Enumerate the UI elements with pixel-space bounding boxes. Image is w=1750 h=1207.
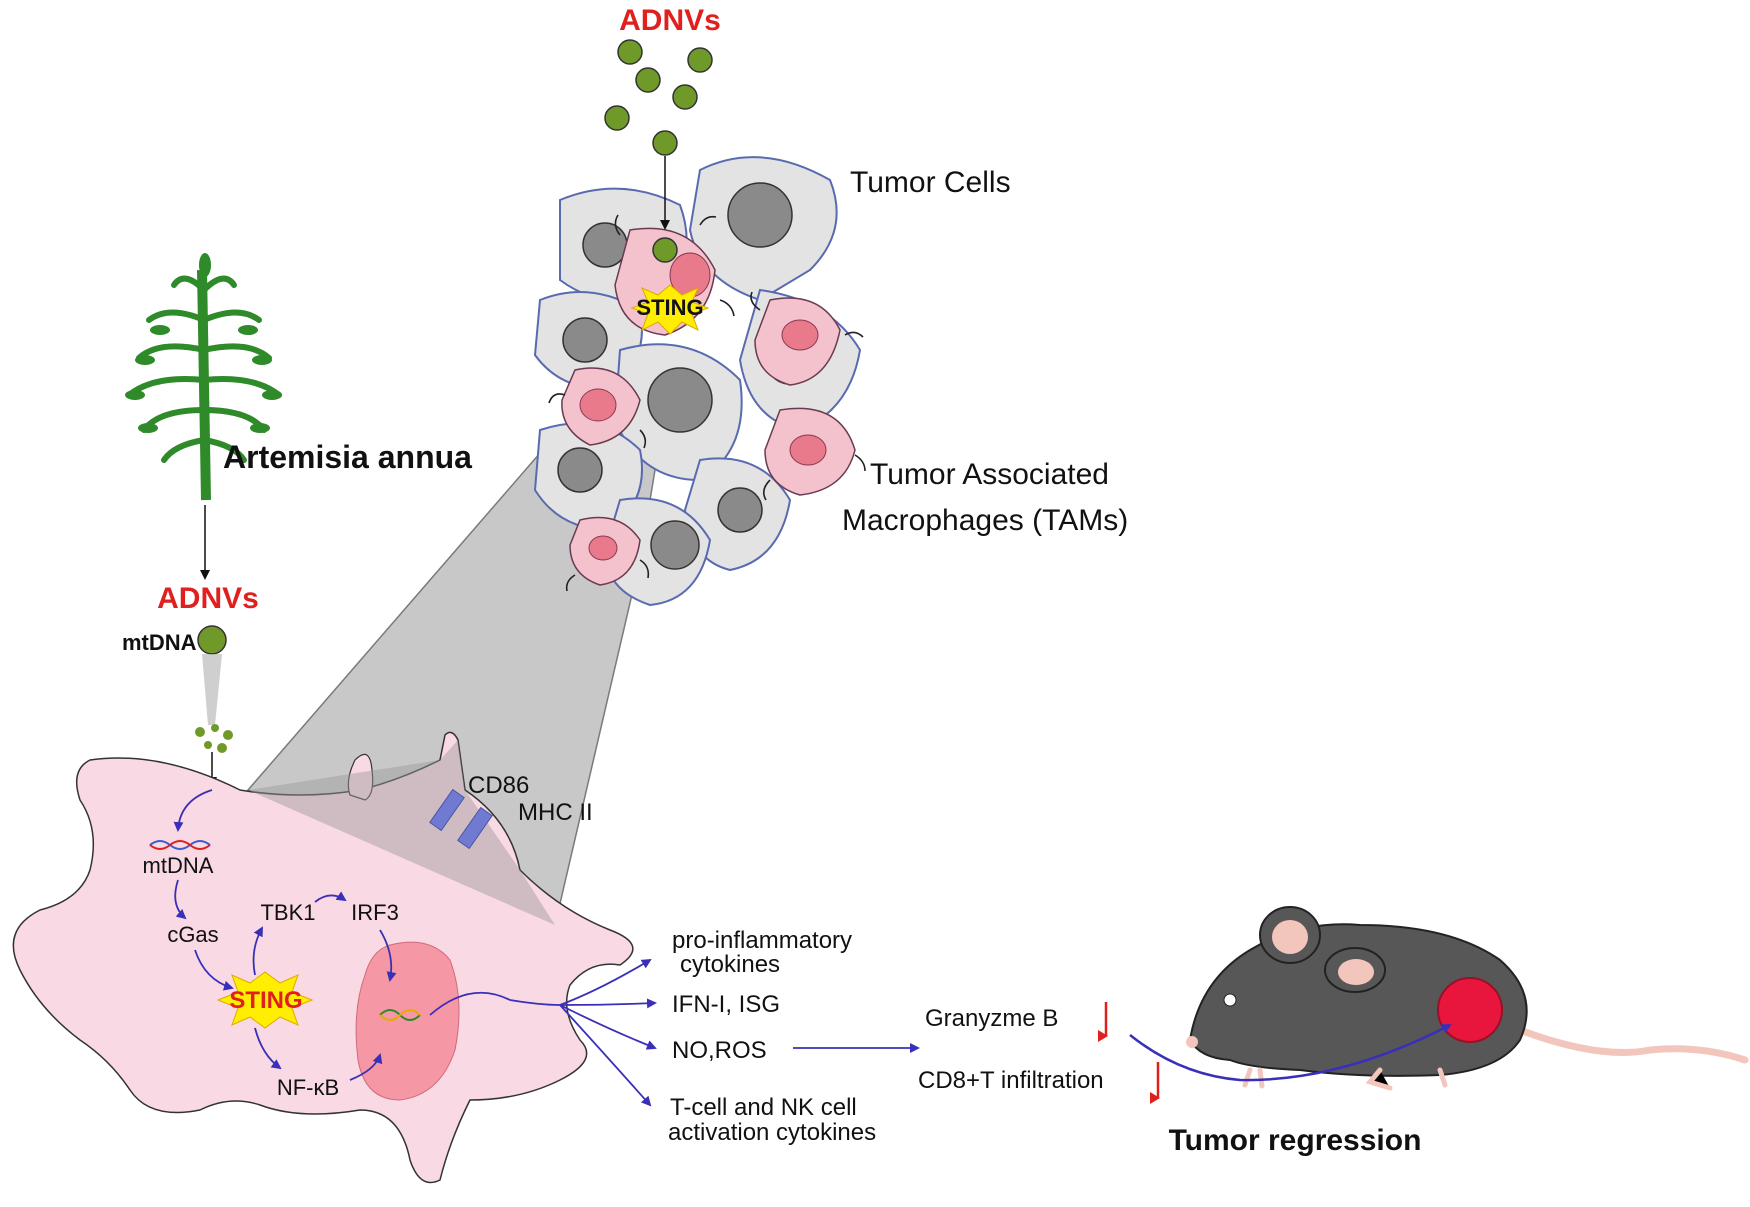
output-tcell-line1: T-cell and NK cell: [670, 1094, 857, 1121]
output-pro-line1: pro-inflammatory: [672, 927, 852, 954]
mtdna-helix-icon: [149, 840, 211, 850]
arrow-to-mouse: [1129, 1023, 1452, 1082]
sting-star-top: [630, 284, 710, 335]
macrophage-cell: [12, 731, 634, 1184]
mouse-icon: [1186, 906, 1749, 1091]
adnvs-mid-label: ADNVs: [157, 582, 259, 615]
vesicle: [687, 47, 713, 73]
tam-label-line1: Tumor Associated: [870, 458, 1109, 491]
output-no-ros: NO,ROS: [672, 1037, 767, 1064]
pathway-arrows: [173, 789, 561, 1081]
plant-label: Artemisia annua: [223, 439, 472, 475]
cd8-label: CD8+T infiltration: [918, 1067, 1104, 1094]
tbk1-label: TBK1: [260, 900, 315, 925]
tam-nucleus: [579, 252, 827, 561]
vesicle: [617, 39, 643, 65]
tam-processes: [548, 214, 866, 592]
mhc2-label: MHC II: [518, 799, 593, 826]
vesicle-entering: [652, 237, 678, 263]
tumor-cells-label: Tumor Cells: [850, 166, 1011, 199]
tam-label-line2: Macrophages (TAMs): [842, 504, 1128, 537]
tumor-regression-label: Tumor regression: [1169, 1124, 1422, 1157]
adnvs-top-label: ADNVs: [619, 4, 721, 37]
artemisia-plant-icon: [125, 253, 282, 501]
cgas-label: cGas: [167, 922, 218, 947]
vesicle: [672, 84, 698, 110]
nfkb-label: NF-κB: [277, 1075, 339, 1100]
small-zoom-cone: [202, 654, 222, 725]
sting-star-cell: [216, 971, 314, 1029]
mtdna-cell-label: mtDNA: [143, 853, 214, 878]
macrophage-pseudopod: [347, 753, 374, 801]
mtdna-top-label: mtDNA: [122, 630, 197, 655]
vesicle-mtdna-icon: [197, 625, 227, 655]
receptor-icon: [429, 788, 493, 850]
zoom-cone-cell: [248, 740, 555, 925]
vesicle: [604, 105, 630, 131]
irf3-label: IRF3: [351, 900, 399, 925]
mouse-tumor: [1437, 977, 1503, 1043]
tumor-mass: STING: [533, 156, 866, 607]
vesicle-dots: [195, 724, 233, 753]
output-tcell-line2: activation cytokines: [668, 1119, 876, 1146]
sting-cell-label: STING: [229, 987, 302, 1014]
output-arrows: [559, 958, 920, 1107]
cd86-label: CD86: [468, 772, 529, 799]
output-ifn: IFN-I, ISG: [672, 991, 780, 1018]
vesicle-cluster-top: [604, 39, 713, 156]
vesicle: [635, 67, 661, 93]
vesicle: [652, 130, 678, 156]
dna-in-nucleus-icon: [379, 1009, 421, 1021]
output-pro-line2: cytokines: [680, 951, 780, 978]
granzyme-label: Granyzme B: [925, 1005, 1058, 1032]
sting-label-top: STING: [636, 295, 703, 320]
